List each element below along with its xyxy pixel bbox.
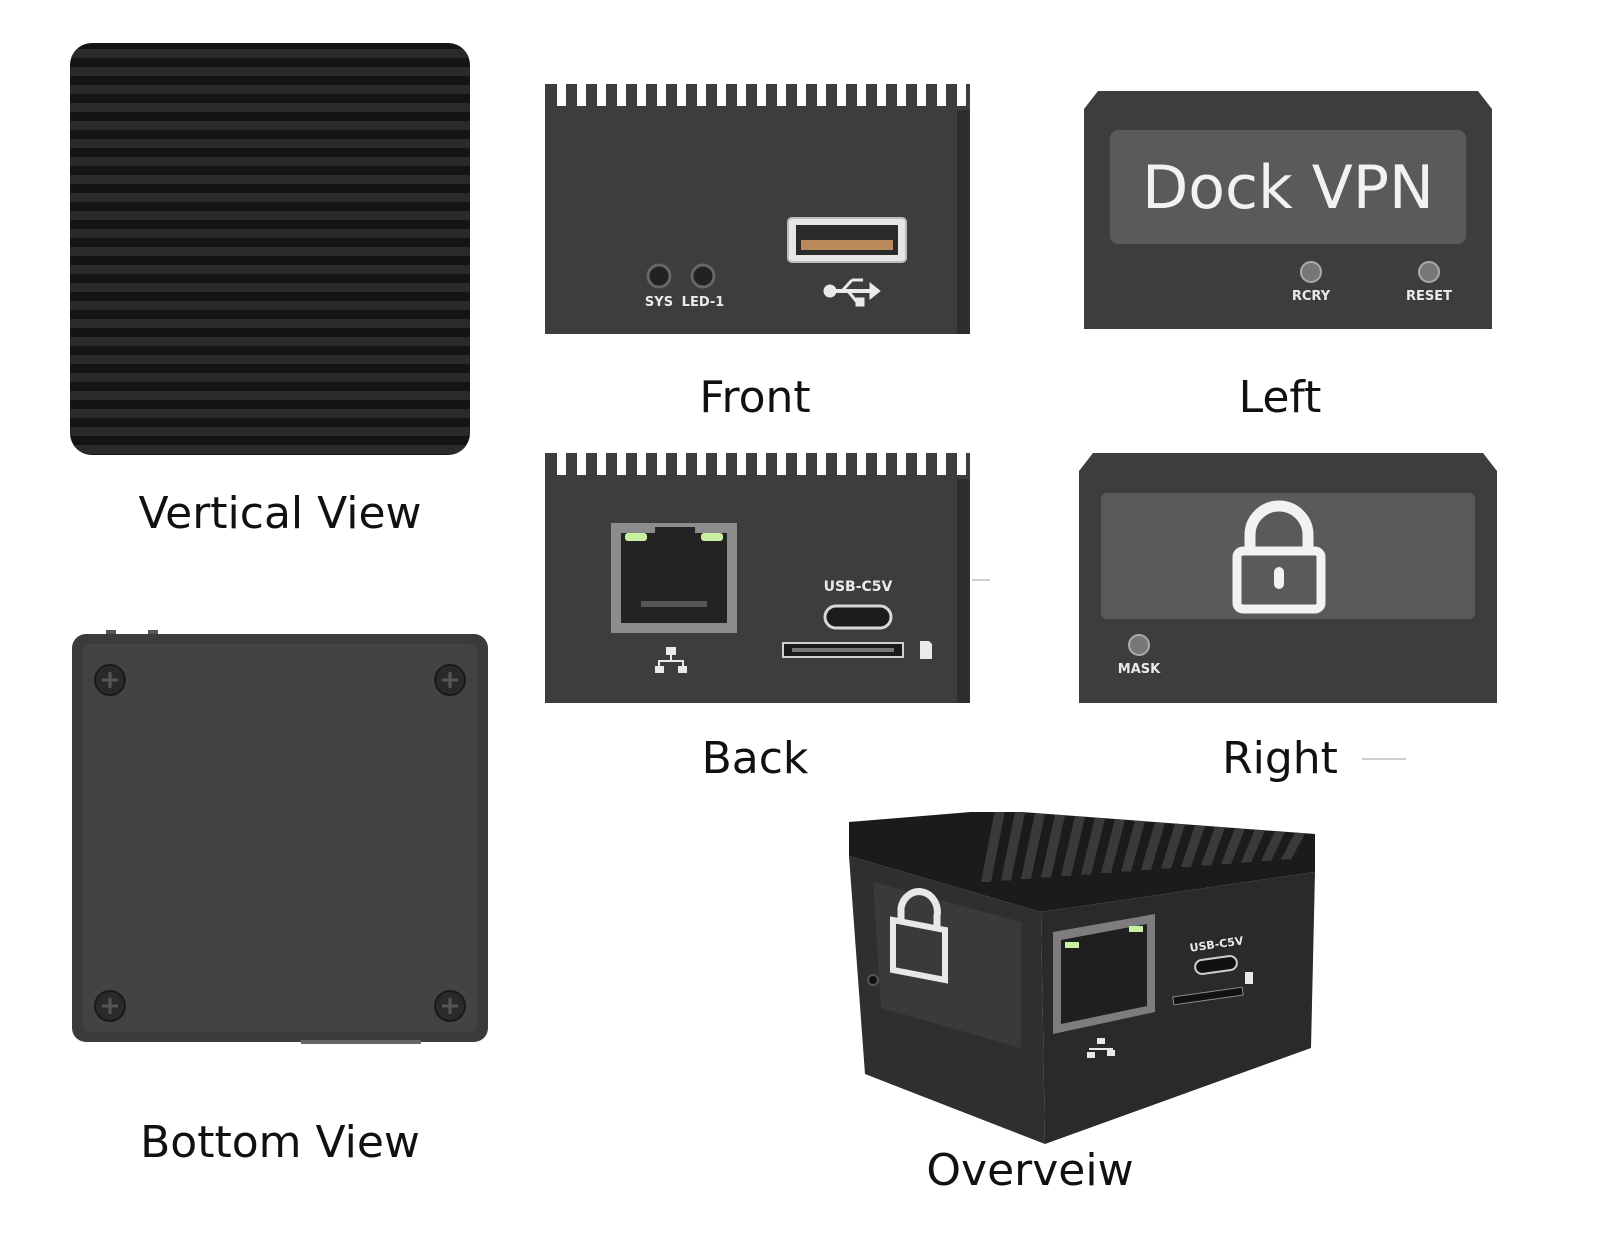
mask-button-icon	[1128, 634, 1150, 656]
reset-button-icon	[1418, 261, 1440, 283]
caption-front: Front	[699, 372, 811, 423]
rcry-label: RCRY	[1292, 289, 1331, 304]
led-1-label: LED-1	[682, 295, 725, 310]
front-view-image: SYS LED-1	[545, 84, 970, 334]
overview-lock-icon	[890, 888, 948, 984]
usb-a-port-icon	[787, 217, 907, 263]
brand-label: Dock VPN	[1142, 153, 1434, 223]
overview-sd-card-slot-icon	[1172, 986, 1244, 1006]
right-view-image: MASK	[1079, 453, 1497, 703]
divider-line	[972, 579, 990, 581]
vertical-view-image	[70, 43, 470, 455]
front-fins	[545, 84, 970, 112]
sys-led-icon	[646, 263, 672, 289]
left-view-image: Dock VPN RCRY RESET	[1084, 91, 1492, 329]
overview-usb-c-port-icon	[1194, 955, 1238, 975]
overview-sd-card-icon	[1245, 972, 1253, 984]
caption-overview: Overveiw	[926, 1145, 1134, 1196]
sd-card-slot-icon	[782, 642, 904, 658]
back-fins	[545, 453, 970, 481]
ethernet-port-icon	[611, 523, 737, 633]
bottom-view-image	[72, 630, 488, 1044]
back-view-image: USB-C5V	[545, 453, 970, 703]
caption-back: Back	[701, 733, 809, 784]
overview-image: USB-C5V	[849, 812, 1315, 1144]
reset-label: RESET	[1406, 289, 1452, 304]
usb-c-label: USB-C5V	[824, 579, 893, 595]
sys-label: SYS	[645, 295, 673, 310]
rcry-button-icon	[1300, 261, 1322, 283]
lock-icon	[1232, 500, 1326, 614]
caption-right: Right	[1222, 733, 1338, 784]
caption-bottom-view: Bottom View	[140, 1117, 420, 1168]
overview-network-icon	[1087, 1038, 1115, 1058]
overview-mask-button-icon	[867, 974, 879, 986]
mask-label: MASK	[1118, 662, 1161, 677]
sd-card-icon	[920, 641, 932, 659]
caption-vertical-view: Vertical View	[138, 488, 422, 539]
network-icon	[655, 647, 687, 673]
caption-left: Left	[1238, 372, 1322, 423]
divider-line-right	[1362, 758, 1406, 760]
led-1-icon	[690, 263, 716, 289]
usb-c-port-icon	[823, 604, 893, 630]
screw-icon	[94, 664, 466, 1022]
overview-ethernet-port-icon	[1053, 914, 1155, 1034]
usb-symbol-icon	[823, 278, 881, 307]
